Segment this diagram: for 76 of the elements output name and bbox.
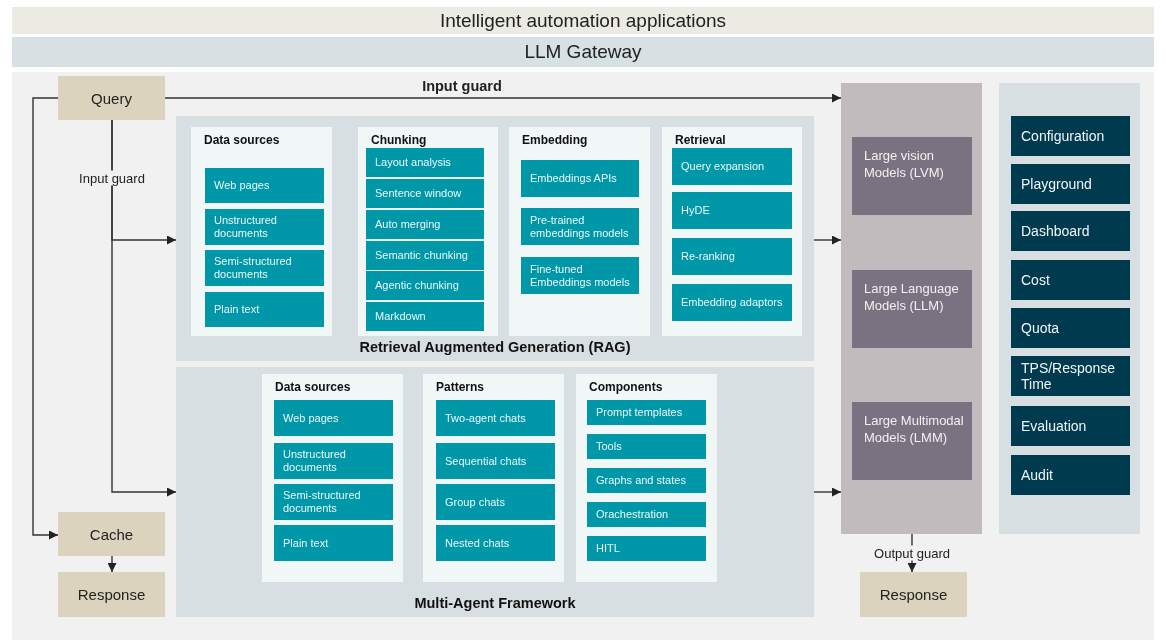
process-box: Query	[58, 76, 165, 120]
feature-box: Configuration	[1011, 116, 1130, 156]
feature-box: Evaluation	[1011, 406, 1130, 446]
item-box: Tools	[587, 434, 706, 459]
edge-label: Input guard	[420, 78, 504, 94]
feature-box: Quota	[1011, 308, 1130, 348]
card-heading: Embedding	[522, 133, 588, 147]
category-card	[576, 374, 717, 582]
item-box: Prompt templates	[587, 400, 706, 425]
item-box: Plain text	[205, 292, 324, 327]
card-heading: Components	[589, 380, 663, 394]
item-box: Sequential chats	[436, 443, 555, 479]
gateway-banner: LLM Gateway	[12, 37, 1154, 67]
group-panel	[176, 367, 814, 617]
edge-label: Output guard	[872, 545, 952, 561]
item-box: Plain text	[274, 525, 393, 561]
item-box: Embeddings APIs	[521, 160, 639, 197]
category-card	[509, 127, 650, 336]
item-box: Layout analysis	[366, 148, 484, 177]
item-box: Nested chats	[436, 525, 555, 561]
feature-box: Dashboard	[1011, 211, 1130, 251]
process-box: Cache	[58, 512, 165, 556]
item-box: Embedding adaptors	[672, 284, 792, 321]
process-box: Response	[860, 572, 967, 617]
item-box: Two-agent chats	[436, 400, 555, 436]
arrow	[164, 93, 842, 103]
panel-title: Multi-Agent Framework	[413, 595, 577, 611]
card-heading: Retrieval	[675, 133, 726, 147]
item-box: Fine-tuned Embeddings models	[521, 257, 639, 294]
item-box: Graphs and states	[587, 468, 706, 493]
model-box: Large vision Models (LVM)	[852, 137, 972, 215]
item-box: Agentic chunking	[366, 271, 484, 300]
arrow	[32, 97, 59, 540]
feature-box: TPS/Response Time	[1011, 356, 1130, 396]
side-panel	[999, 83, 1140, 534]
item-box: Sentence window	[366, 179, 484, 208]
item-box: Group chats	[436, 484, 555, 520]
item-box: Unstructured documents	[205, 209, 324, 245]
item-box: Web pages	[205, 168, 324, 203]
card-heading: Chunking	[371, 133, 427, 147]
category-card	[423, 374, 564, 582]
item-box: Pre-trained embeddings models	[521, 208, 639, 245]
item-box: Semantic chunking	[366, 241, 484, 270]
card-heading: Patterns	[436, 380, 485, 394]
item-box: HyDE	[672, 192, 792, 229]
category-card	[191, 127, 332, 336]
feature-box: Playground	[1011, 164, 1130, 204]
item-box: Semi-structured documents	[205, 250, 324, 286]
item-box: Query expansion	[672, 148, 792, 185]
item-box: Unstructured documents	[274, 443, 393, 479]
group-panel	[176, 116, 814, 361]
category-card	[262, 374, 403, 582]
model-box: Large Multimodal Models (LMM)	[852, 402, 972, 480]
model-column	[841, 83, 982, 534]
category-card	[358, 127, 498, 336]
item-box: Auto merging	[366, 210, 484, 239]
arrow	[813, 487, 842, 497]
arrow	[813, 235, 842, 245]
item-box: Semi-structured documents	[274, 484, 393, 520]
item-box: Markdown	[366, 302, 484, 331]
item-box: Re-ranking	[672, 238, 792, 275]
feature-box: Cost	[1011, 260, 1130, 300]
edge-label: Input guard	[77, 170, 147, 186]
model-box: Large Language Models (LLM)	[852, 270, 972, 348]
card-heading: Data sources	[204, 133, 280, 147]
top-banner: Intelligent automation applications	[12, 7, 1154, 34]
feature-box: Audit	[1011, 455, 1130, 495]
category-card	[662, 127, 802, 336]
process-box: Response	[58, 572, 165, 617]
arrow	[111, 119, 177, 497]
arrow	[107, 555, 117, 573]
item-box: HITL	[587, 536, 706, 561]
item-box: Web pages	[274, 400, 393, 436]
card-heading: Data sources	[275, 380, 351, 394]
item-box: Orachestration	[587, 502, 706, 527]
panel-title: Retrieval Augmented Generation (RAG)	[358, 339, 632, 355]
